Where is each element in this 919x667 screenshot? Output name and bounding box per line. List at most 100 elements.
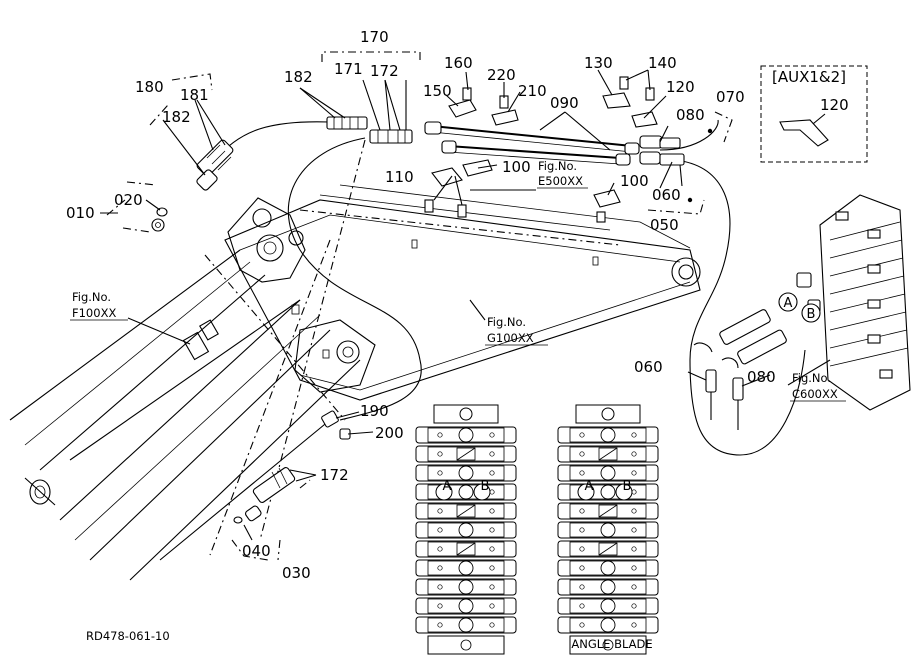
valve-port-right bbox=[631, 603, 637, 609]
callout-200: 200 bbox=[375, 424, 404, 442]
valve-block-left bbox=[415, 404, 517, 655]
valve-spool bbox=[600, 579, 616, 595]
valve-end-block bbox=[427, 635, 505, 655]
valve-spool-hatch bbox=[598, 447, 618, 461]
valve-spool bbox=[600, 560, 616, 576]
callout-220: 220 bbox=[487, 66, 516, 84]
valve-port-right bbox=[489, 584, 495, 590]
valve-port-left bbox=[437, 546, 443, 552]
leader-lines bbox=[100, 69, 831, 541]
fig-c600-line1: Fig.No. bbox=[792, 371, 831, 385]
port-a-label: A bbox=[784, 296, 793, 311]
valve-spool bbox=[458, 484, 474, 500]
pipe-090-lower bbox=[441, 140, 631, 166]
valve-port-right bbox=[489, 622, 495, 628]
valve-right-port-b: B bbox=[623, 479, 632, 494]
valve-port-left bbox=[437, 508, 443, 514]
callout-160: 160 bbox=[444, 54, 473, 72]
valve-spool-hatch bbox=[456, 542, 476, 556]
callout-labels: 170 171 172 182 180 181 182 020 010 160 … bbox=[66, 28, 776, 582]
valve-end-port bbox=[602, 639, 614, 651]
valve-spool bbox=[600, 522, 616, 538]
callout-080-upper: 080 bbox=[676, 106, 705, 124]
valve-port-left bbox=[437, 527, 443, 533]
valve-port-right bbox=[631, 565, 637, 571]
valve-port-left bbox=[579, 622, 585, 628]
valve-left-port-b: B bbox=[481, 479, 490, 494]
valve-port-left bbox=[579, 451, 585, 457]
boom-structure bbox=[9, 184, 701, 581]
valve-header bbox=[575, 404, 641, 424]
valve-port-a-ring bbox=[577, 483, 595, 501]
valve-end-port bbox=[460, 639, 472, 651]
valve-block-right bbox=[557, 404, 659, 655]
fitting-010 bbox=[151, 207, 168, 232]
valve-spool bbox=[458, 617, 474, 633]
callout-120: 120 bbox=[666, 78, 695, 96]
callout-172-upper: 172 bbox=[370, 62, 399, 80]
valve-port-right bbox=[631, 622, 637, 628]
callout-080-lower: 080 bbox=[747, 368, 776, 386]
callout-030: 030 bbox=[282, 564, 311, 582]
valve-port-left bbox=[437, 451, 443, 457]
valve-port-left bbox=[579, 603, 585, 609]
callout-172-lower: 172 bbox=[320, 466, 349, 484]
callout-190: 190 bbox=[360, 402, 389, 420]
callout-171: 171 bbox=[334, 60, 363, 78]
valve-right-caption: ANGLE BLADE bbox=[571, 637, 652, 651]
valve-end-block bbox=[569, 635, 647, 655]
valve-port-left bbox=[579, 508, 585, 514]
valve-port-right bbox=[489, 565, 495, 571]
valve-port-left bbox=[437, 603, 443, 609]
valve-port-right bbox=[489, 432, 495, 438]
fittings-050-080 bbox=[639, 128, 713, 203]
valve-spool-hatch bbox=[598, 504, 618, 518]
valve-port-right bbox=[631, 432, 637, 438]
valve-spool bbox=[458, 522, 474, 538]
callout-070: 070 bbox=[716, 88, 745, 106]
valve-port-left bbox=[437, 432, 443, 438]
valve-spool bbox=[458, 560, 474, 576]
pipe-090-upper bbox=[424, 121, 640, 155]
callout-181: 181 bbox=[180, 86, 209, 104]
valve-port-b-ring bbox=[615, 483, 633, 501]
valve-spool-hatch bbox=[456, 504, 476, 518]
valve-port-left bbox=[579, 565, 585, 571]
fig-g100-line2: G100XX bbox=[487, 331, 534, 345]
fig-g100-line1: Fig.No. bbox=[487, 315, 526, 329]
port-b-label: B bbox=[807, 307, 816, 322]
valve-port-right bbox=[489, 603, 495, 609]
inset-part-120: 120 bbox=[820, 96, 849, 114]
valve-port-left bbox=[579, 527, 585, 533]
valve-port-right bbox=[631, 527, 637, 533]
valve-spool-hatch bbox=[598, 542, 618, 556]
valve-port-right bbox=[631, 470, 637, 476]
valve-right-port-a: A bbox=[585, 479, 594, 494]
callout-010: 010 bbox=[66, 204, 95, 222]
figure-references: Fig.No. E500XX Fig.No. F100XX Fig.No. G1… bbox=[70, 159, 846, 402]
valve-port-left bbox=[437, 584, 443, 590]
valve-spool bbox=[600, 617, 616, 633]
valve-spool bbox=[600, 427, 616, 443]
valve-spool-hatch bbox=[456, 447, 476, 461]
valve-port-right bbox=[631, 584, 637, 590]
valve-port-right bbox=[489, 546, 495, 552]
valve-port-left bbox=[437, 565, 443, 571]
callout-100-a: 100 bbox=[502, 158, 531, 176]
valve-left-port-a: A bbox=[443, 479, 452, 494]
callout-050: 050 bbox=[650, 216, 679, 234]
valve-port-right bbox=[631, 451, 637, 457]
callout-210: 210 bbox=[518, 82, 547, 100]
valve-spool bbox=[600, 484, 616, 500]
callout-040: 040 bbox=[242, 542, 271, 560]
valve-spool bbox=[458, 465, 474, 481]
valve-port-right bbox=[489, 470, 495, 476]
valve-header-port bbox=[459, 407, 473, 421]
callout-110: 110 bbox=[385, 168, 414, 186]
callout-060-lower: 060 bbox=[634, 358, 663, 376]
valve-port-b-ring bbox=[473, 483, 491, 501]
valve-port-right bbox=[489, 527, 495, 533]
valve-port-right bbox=[489, 508, 495, 514]
valve-spool bbox=[600, 598, 616, 614]
